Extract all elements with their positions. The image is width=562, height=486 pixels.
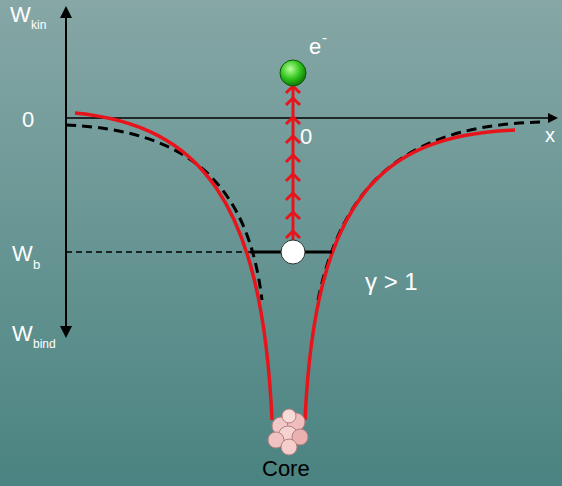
- keldysh-label: γ > 1: [365, 270, 418, 294]
- electron-symbol: e: [309, 36, 321, 58]
- origin-label: 0: [300, 126, 312, 148]
- coulomb-potential: [305, 130, 515, 420]
- core-label: Core: [262, 458, 310, 480]
- level-subscript: b: [33, 258, 40, 271]
- bound-electron: [281, 240, 305, 264]
- energy-axis: [65, 14, 67, 330]
- level-dashed-line: [66, 251, 250, 253]
- axis-name: x: [545, 125, 555, 145]
- axis-zero: 0: [22, 109, 34, 131]
- coulomb-potential: [75, 113, 272, 420]
- level-symbol: W: [12, 243, 33, 265]
- axis-subscript: kin: [31, 19, 46, 31]
- axis-symbol: W: [12, 323, 33, 345]
- axis-subscript: bind: [33, 338, 56, 350]
- x-axis: [66, 117, 552, 119]
- axis-arrowhead: [60, 6, 72, 18]
- axis-arrowhead: [60, 326, 72, 338]
- axis-arrowhead: [548, 113, 558, 123]
- photon-arrows: [286, 86, 300, 240]
- axis-symbol: W: [10, 4, 31, 26]
- dashed-potential: [66, 125, 262, 300]
- core-nucleus: [268, 409, 308, 455]
- charge-superscript: -: [322, 30, 327, 45]
- free-electron: [280, 60, 306, 86]
